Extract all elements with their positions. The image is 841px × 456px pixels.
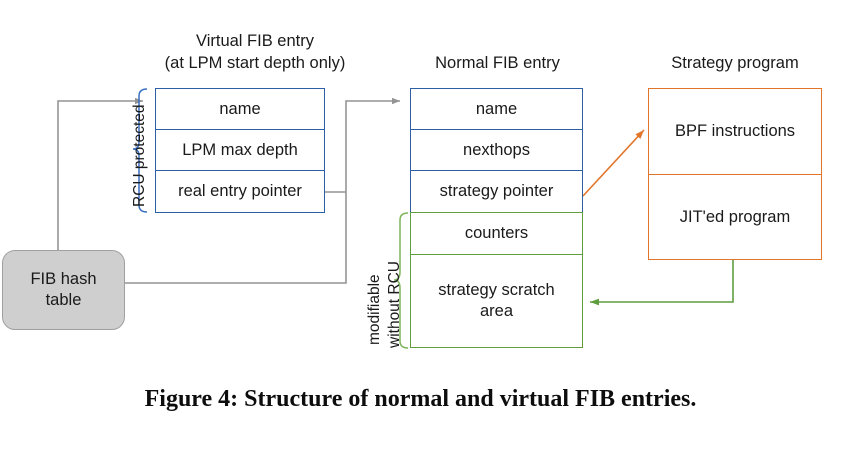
virtual-fib-entry-box: name LPM max depth real entry pointer (155, 88, 325, 213)
normal-fib-row-strategy-pointer[interactable]: strategy pointer (410, 170, 583, 213)
virtual-fib-row-name[interactable]: name (155, 88, 325, 130)
normal-fib-row-name[interactable]: name (410, 88, 583, 130)
connector-strategy-pointer-to-bpf (582, 129, 645, 197)
virtual-fib-row-real-entry-pointer[interactable]: real entry pointer (155, 170, 325, 213)
title-normal-fib-entry: Normal FIB entry (435, 54, 560, 72)
title-strategy-program: Strategy program (671, 54, 799, 72)
label-without-rcu: without RCU (386, 261, 403, 348)
figure-caption: Figure 4: Structure of normal and virtua… (144, 386, 697, 412)
strategy-program-row-jit-program[interactable]: JIT'ed program (648, 174, 822, 260)
connector-hash-to-virtual-entry (57, 97, 143, 250)
normal-fib-row-strategy-scratch-area[interactable]: strategy scratch area (410, 254, 583, 348)
brace-rcu-protected (132, 88, 148, 213)
strategy-program-row-bpf-instructions[interactable]: BPF instructions (648, 88, 822, 175)
fib-hash-table-box[interactable]: FIB hash table (2, 250, 125, 330)
normal-fib-row-nexthops[interactable]: nexthops (410, 129, 583, 171)
normal-fib-row-counters[interactable]: counters (410, 212, 583, 255)
virtual-fib-row-lpm-max-depth[interactable]: LPM max depth (155, 129, 325, 171)
connector-jit-program-to-scratch-area (590, 260, 734, 306)
strategy-program-box: BPF instructions JIT'ed program (648, 88, 822, 260)
brace-modifiable-without-rcu (393, 212, 409, 349)
label-modifiable: modifiable (366, 274, 383, 345)
title-virtual-fib-entry: Virtual FIB entry (at LPM start depth on… (164, 32, 346, 73)
normal-fib-entry-box: name nexthops strategy pointer counters … (410, 88, 583, 348)
label-rcu-protected: RCU protected (131, 104, 148, 207)
